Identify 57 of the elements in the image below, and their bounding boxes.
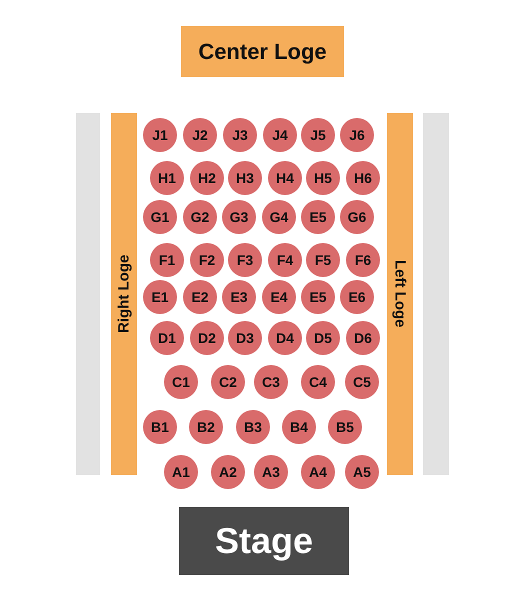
seat: E5 [301,280,335,314]
seat: H3 [228,161,262,195]
seat: F3 [228,243,262,277]
seat: F2 [190,243,224,277]
seat: H1 [150,161,184,195]
seat: B3 [236,410,270,444]
seat: D2 [190,321,224,355]
seat: A1 [164,455,198,489]
seat: A2 [211,455,245,489]
seat: C4 [301,365,335,399]
seat: E2 [183,280,217,314]
seat: E3 [222,280,256,314]
section-block: Center Loge [181,26,344,77]
seat: D6 [346,321,380,355]
seat: F4 [268,243,302,277]
seat: C2 [211,365,245,399]
seat: D3 [228,321,262,355]
stage-block: Stage [179,507,349,575]
seat: E1 [143,280,177,314]
seat: G6 [340,200,374,234]
seat: H4 [268,161,302,195]
seat: C1 [164,365,198,399]
seat: F5 [306,243,340,277]
seat: H5 [306,161,340,195]
seat: F6 [346,243,380,277]
seat: J6 [340,118,374,152]
seat: B2 [189,410,223,444]
section-block: Right Loge [111,113,137,475]
aisle-bar [423,113,449,475]
seat: F1 [150,243,184,277]
seat: J3 [223,118,257,152]
seat: D1 [150,321,184,355]
seat: D5 [306,321,340,355]
seat: A3 [254,455,288,489]
seat: B1 [143,410,177,444]
seat: E6 [340,280,374,314]
seat: A5 [345,455,379,489]
seat: B4 [282,410,316,444]
seat: J2 [183,118,217,152]
seat: A4 [301,455,335,489]
seat: B5 [328,410,362,444]
seat: D4 [268,321,302,355]
seat: H6 [346,161,380,195]
seat: H2 [190,161,224,195]
seat: C3 [254,365,288,399]
seat: E4 [262,280,296,314]
seat: J1 [143,118,177,152]
seat: G3 [222,200,256,234]
section-block: Left Loge [387,113,413,475]
seat: J4 [263,118,297,152]
aisle-bar [76,113,100,475]
seat: J5 [301,118,335,152]
seat: G1 [143,200,177,234]
seat: G4 [262,200,296,234]
seat: G2 [183,200,217,234]
seat: C5 [345,365,379,399]
seat: E5 [301,200,335,234]
